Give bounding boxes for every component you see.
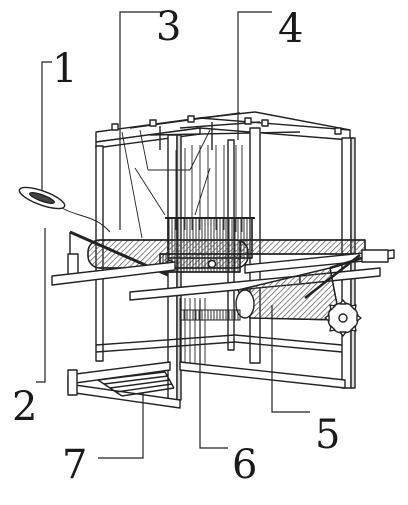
ratchet-wheel xyxy=(324,299,362,337)
callout-4: 4 xyxy=(278,6,303,52)
leader-line-6 xyxy=(199,300,228,449)
callout-5: 5 xyxy=(315,412,340,458)
leader-line-2 xyxy=(36,228,46,383)
callout-3: 3 xyxy=(156,4,181,50)
leader-line-4 xyxy=(237,11,272,140)
shuttle-cord xyxy=(61,207,111,233)
shuttle xyxy=(18,186,66,210)
hanging-cords xyxy=(121,129,243,239)
callout-labels: 1 2 3 4 5 6 7 xyxy=(12,4,340,488)
top-frame xyxy=(95,111,351,150)
lower-frame xyxy=(67,334,346,409)
loom-drawing xyxy=(18,111,395,409)
callout-6: 6 xyxy=(232,442,257,488)
leader-line-3 xyxy=(119,11,160,230)
callout-7: 7 xyxy=(62,442,87,488)
warp-beam xyxy=(239,239,366,255)
leader-lines xyxy=(36,11,310,459)
treadles xyxy=(97,371,175,397)
leader-line-5 xyxy=(271,305,310,413)
leader-line-1 xyxy=(41,61,52,190)
callout-1: 1 xyxy=(52,46,77,92)
callout-2: 2 xyxy=(12,384,37,430)
leader-line-7 xyxy=(98,392,144,459)
